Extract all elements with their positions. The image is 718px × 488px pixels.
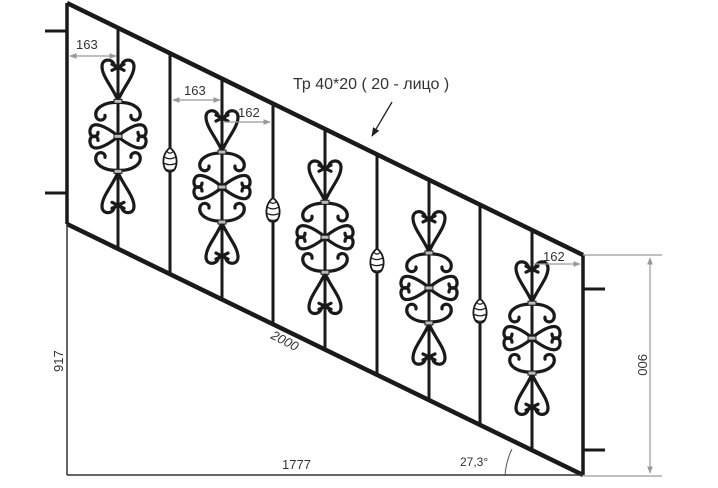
dim-horizontal-length: 1777 bbox=[282, 457, 311, 472]
dim-spacing-first: 163 bbox=[76, 37, 98, 52]
dim-left-height: 917 bbox=[51, 350, 66, 372]
pinecone-ornament bbox=[369, 247, 385, 274]
dim-right-height: 900 bbox=[635, 354, 650, 376]
balusters bbox=[88, 27, 562, 451]
pinecone-ornament bbox=[472, 297, 488, 324]
pinecone-ornament bbox=[162, 146, 178, 173]
dim-spacing-third: 162 bbox=[238, 105, 260, 120]
dim-spacing-last: 162 bbox=[543, 249, 565, 264]
profile-label: Тр 40*20 ( 20 - лицо ) bbox=[293, 76, 449, 93]
dimension-lines bbox=[69, 53, 662, 477]
dim-angle: 27,3° bbox=[460, 455, 488, 469]
pinecone-ornament bbox=[265, 197, 281, 223]
dim-spacing-second: 163 bbox=[184, 83, 206, 98]
